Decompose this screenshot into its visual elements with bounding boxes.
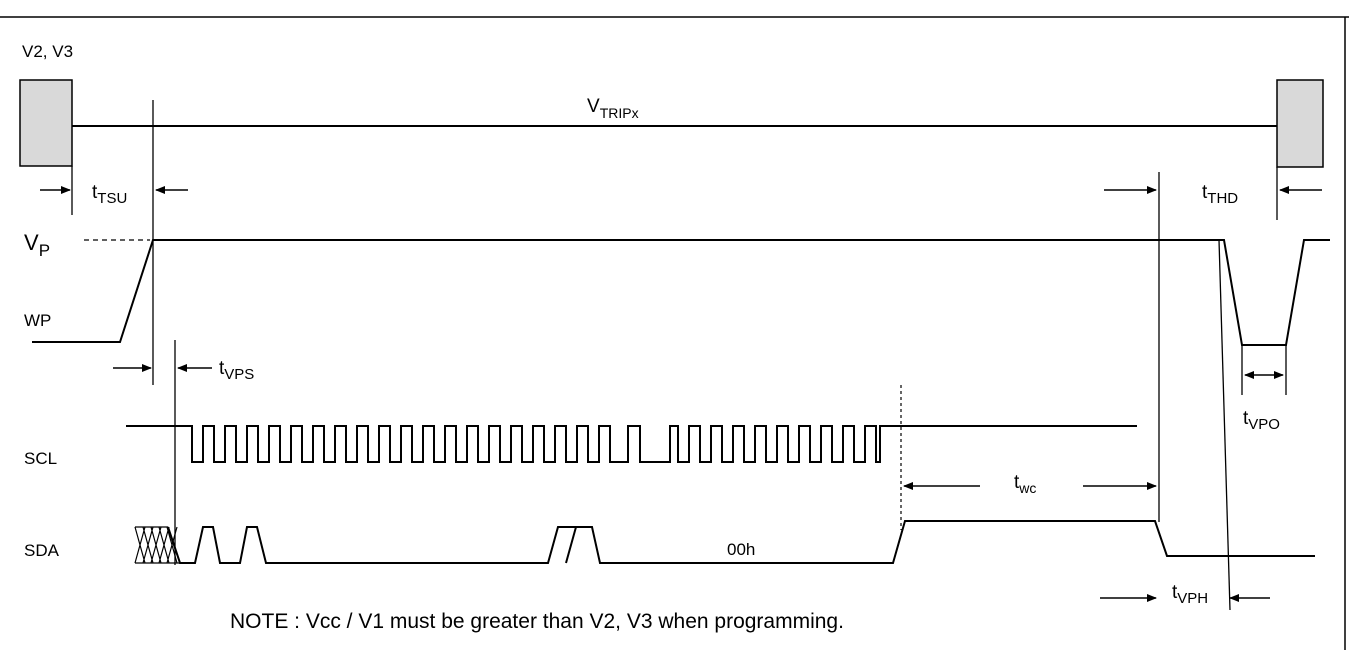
sda-transition-overlap [565,526,577,564]
twc-label: twc [1014,472,1036,496]
scl-label: SCL [24,449,57,468]
vtrip-left-block [19,79,73,167]
sda-data-label: 00h [727,540,755,559]
vtrip-label: VTRIPx [587,96,639,121]
ref-line-tvph-right [1218,239,1231,611]
vtrip-sub: TRIPx [600,105,639,121]
vtrip-main: V [587,96,600,117]
sda-label: SDA [24,541,60,560]
scl-waveform [126,425,1137,463]
programming-note: NOTE : Vcc / V1 must be greater than V2,… [230,610,844,633]
wp-waveform [32,239,1330,346]
ttsu-label: tTSU [92,182,127,207]
tvpo-label: tVPO [1243,408,1280,433]
sda-waveform [167,520,1315,564]
v2v3-label: V2, V3 [22,42,73,61]
arrows [40,186,1322,602]
vtrip-right-block [1276,79,1324,168]
sda-hatch-region [134,526,180,564]
tvps-label: tVPS [219,358,254,383]
tthd-label: tTHD [1202,182,1238,207]
tvph-label: tVPH [1172,582,1208,607]
wp-label: WP [24,311,51,330]
vp-label: VP [24,230,50,260]
